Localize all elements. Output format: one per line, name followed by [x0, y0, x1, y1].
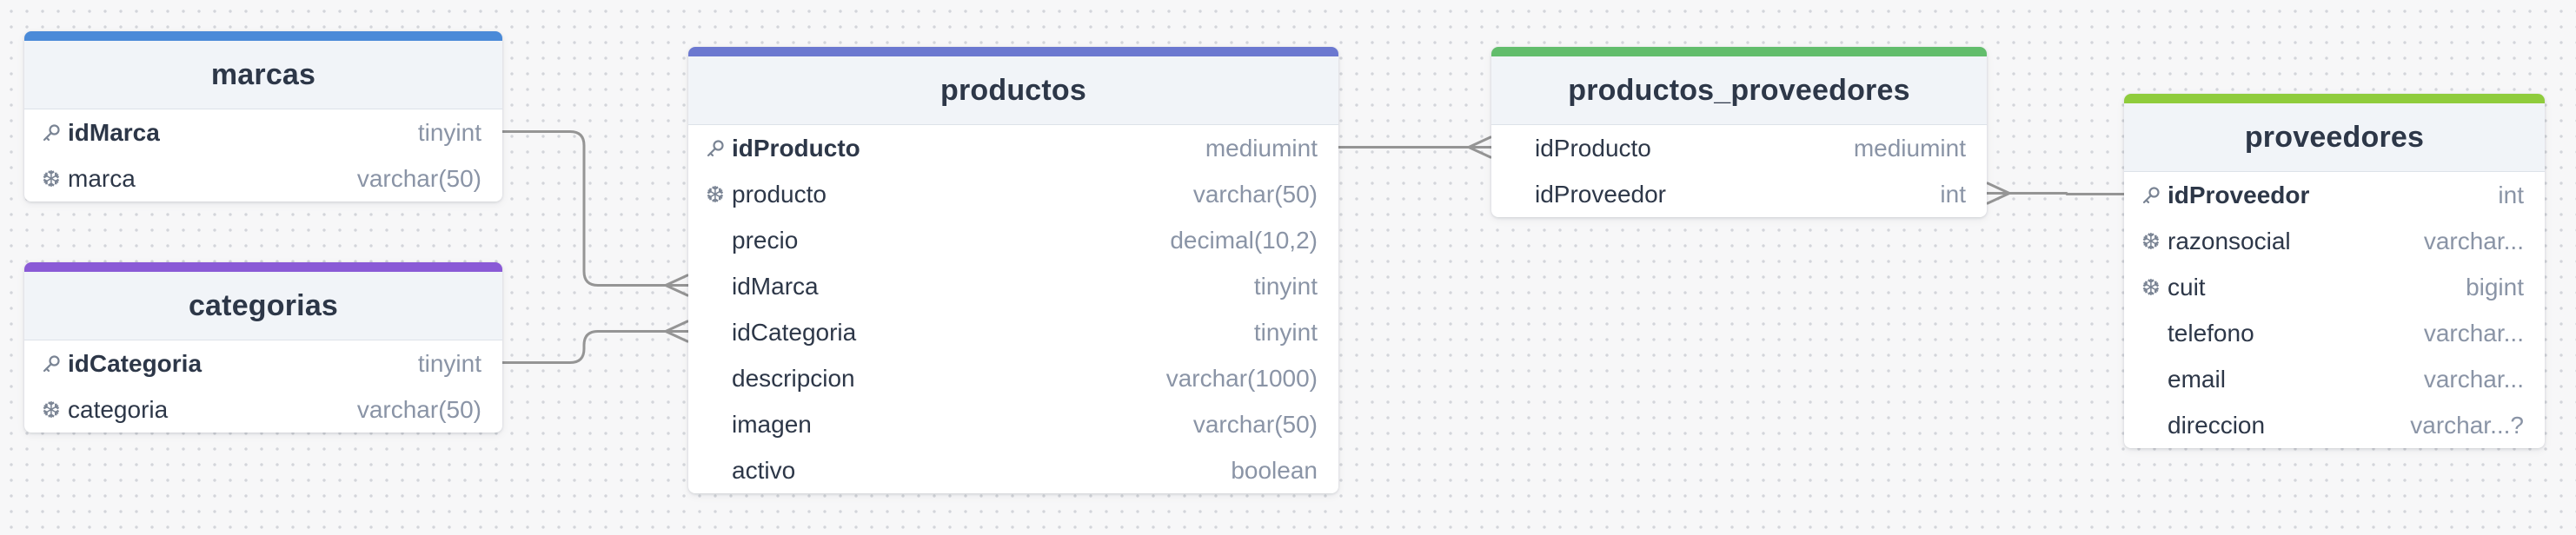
column-row-razonsocial[interactable]: ❆ razonsocial varchar...	[2124, 218, 2545, 264]
table-header[interactable]: marcas	[24, 41, 502, 109]
relation-line-marcas-productos	[502, 130, 666, 287]
column-type: varchar(50)	[1192, 410, 1318, 438]
column-row-descripcion[interactable]: descripcion varchar(1000)	[688, 355, 1338, 401]
crows-foot-productos-idCategoria	[665, 320, 689, 343]
column-row-idProveedor[interactable]: idProveedor int	[1491, 171, 1987, 217]
column-name: imagen	[732, 410, 812, 438]
column-row-idCategoria[interactable]: idCategoria tinyint	[24, 340, 502, 386]
unique-icon: ❆	[706, 181, 725, 208]
column-row-categoria[interactable]: ❆ categoria varchar(50)	[24, 386, 502, 433]
table-header[interactable]: productos_proveedores	[1491, 56, 1987, 125]
column-type: varchar...	[2423, 227, 2524, 254]
column-row-idMarca[interactable]: idMarca tinyint	[24, 109, 502, 155]
column-name: producto	[732, 180, 827, 208]
column-row-idMarca[interactable]: idMarca tinyint	[688, 263, 1338, 309]
column-type: tinyint	[417, 349, 481, 377]
unique-icon: ❆	[42, 165, 61, 192]
relation-line-categorias-productos	[502, 330, 666, 364]
table-title: proveedores	[2244, 120, 2425, 154]
column-row-producto[interactable]: ❆ producto varchar(50)	[688, 171, 1338, 217]
column-name: idProveedor	[2168, 181, 2310, 208]
column-name: idMarca	[68, 118, 160, 146]
column-row-direccion[interactable]: direccion varchar...?	[2124, 402, 2545, 448]
column-type: varchar...	[2423, 365, 2524, 393]
table-color-bar	[24, 31, 502, 41]
table-color-bar	[24, 262, 502, 272]
unique-icon: ❆	[2141, 228, 2161, 254]
column-name: idProveedor	[1535, 180, 1666, 208]
column-name: email	[2168, 365, 2226, 393]
column-name: idCategoria	[68, 349, 202, 377]
table-title: productos_proveedores	[1568, 73, 1910, 107]
table-proveedores[interactable]: proveedores idProveedor int ❆ razonsocial var…	[2124, 94, 2545, 448]
column-type: varchar...	[2423, 319, 2524, 347]
column-name: idProducto	[732, 134, 860, 162]
table-header[interactable]: productos	[688, 56, 1338, 125]
column-row-telefono[interactable]: telefono varchar...	[2124, 310, 2545, 356]
column-type: decimal(10,2)	[1170, 226, 1318, 254]
table-categorias[interactable]: categorias idCategoria tinyint ❆ categoria va…	[24, 262, 502, 433]
column-row-activo[interactable]: activo boolean	[688, 447, 1338, 493]
column-type: varchar...?	[2410, 411, 2524, 439]
column-row-idProducto[interactable]: idProducto mediumint	[1491, 125, 1987, 171]
column-type: int	[2498, 181, 2524, 208]
table-color-bar	[1491, 47, 1987, 56]
key-icon	[42, 354, 68, 373]
column-name: idCategoria	[732, 318, 857, 346]
unique-icon: ❆	[2141, 274, 2161, 301]
column-name: idMarca	[732, 272, 819, 300]
column-type: tinyint	[417, 118, 481, 146]
key-icon	[42, 123, 68, 142]
table-title: marcas	[210, 57, 316, 91]
table-title: productos	[939, 73, 1086, 107]
column-row-imagen[interactable]: imagen varchar(50)	[688, 401, 1338, 447]
column-type: varchar(50)	[1192, 180, 1318, 208]
column-row-email[interactable]: email varchar...	[2124, 356, 2545, 402]
table-marcas[interactable]: marcas idMarca tinyint ❆ marca varchar(50)	[24, 31, 502, 201]
table-productos[interactable]: productos idProducto mediumint ❆ producto var…	[688, 47, 1338, 493]
column-type: mediumint	[1853, 134, 1966, 162]
table-title: categorias	[188, 288, 339, 322]
column-type: varchar(50)	[356, 395, 481, 423]
column-name: cuit	[2168, 273, 2206, 301]
column-name: telefono	[2168, 319, 2254, 347]
table-header[interactable]: categorias	[24, 272, 502, 340]
column-name: descripcion	[732, 364, 855, 392]
column-name: categoria	[68, 395, 169, 423]
column-row-marca[interactable]: ❆ marca varchar(50)	[24, 155, 502, 201]
column-name: marca	[68, 164, 136, 192]
key-icon	[2141, 186, 2168, 205]
table-color-bar	[688, 47, 1338, 56]
unique-icon: ❆	[42, 396, 61, 423]
column-type: varchar(50)	[356, 164, 481, 192]
column-type: int	[1940, 180, 1966, 208]
column-name: idProducto	[1535, 134, 1651, 162]
crows-foot-productos_proveedores-idProveedor	[1986, 182, 2010, 205]
column-type: bigint	[2466, 273, 2524, 301]
column-type: varchar(1000)	[1165, 364, 1318, 392]
column-row-idProveedor[interactable]: idProveedor int	[2124, 172, 2545, 218]
column-row-idProducto[interactable]: idProducto mediumint	[688, 125, 1338, 171]
table-productos_proveedores[interactable]: productos_proveedores idProducto mediumint…	[1491, 47, 1987, 217]
column-name: activo	[732, 456, 796, 484]
table-header[interactable]: proveedores	[2124, 103, 2545, 172]
column-row-cuit[interactable]: ❆ cuit bigint	[2124, 264, 2545, 310]
column-name: precio	[732, 226, 799, 254]
column-row-precio[interactable]: precio decimal(10,2)	[688, 217, 1338, 263]
column-type: tinyint	[1253, 272, 1318, 300]
column-row-idCategoria[interactable]: idCategoria tinyint	[688, 309, 1338, 355]
key-icon	[706, 139, 732, 158]
table-color-bar	[2124, 94, 2545, 103]
relation-line-proveedores-productos_proveedores	[2009, 192, 2124, 195]
crows-foot-productos-idMarca	[665, 274, 689, 297]
column-type: boolean	[1231, 456, 1318, 484]
column-name: direccion	[2168, 411, 2266, 439]
column-type: tinyint	[1253, 318, 1318, 346]
column-name: razonsocial	[2168, 227, 2291, 254]
column-type: mediumint	[1205, 134, 1318, 162]
crows-foot-productos_proveedores-idProducto	[1468, 135, 1492, 159]
